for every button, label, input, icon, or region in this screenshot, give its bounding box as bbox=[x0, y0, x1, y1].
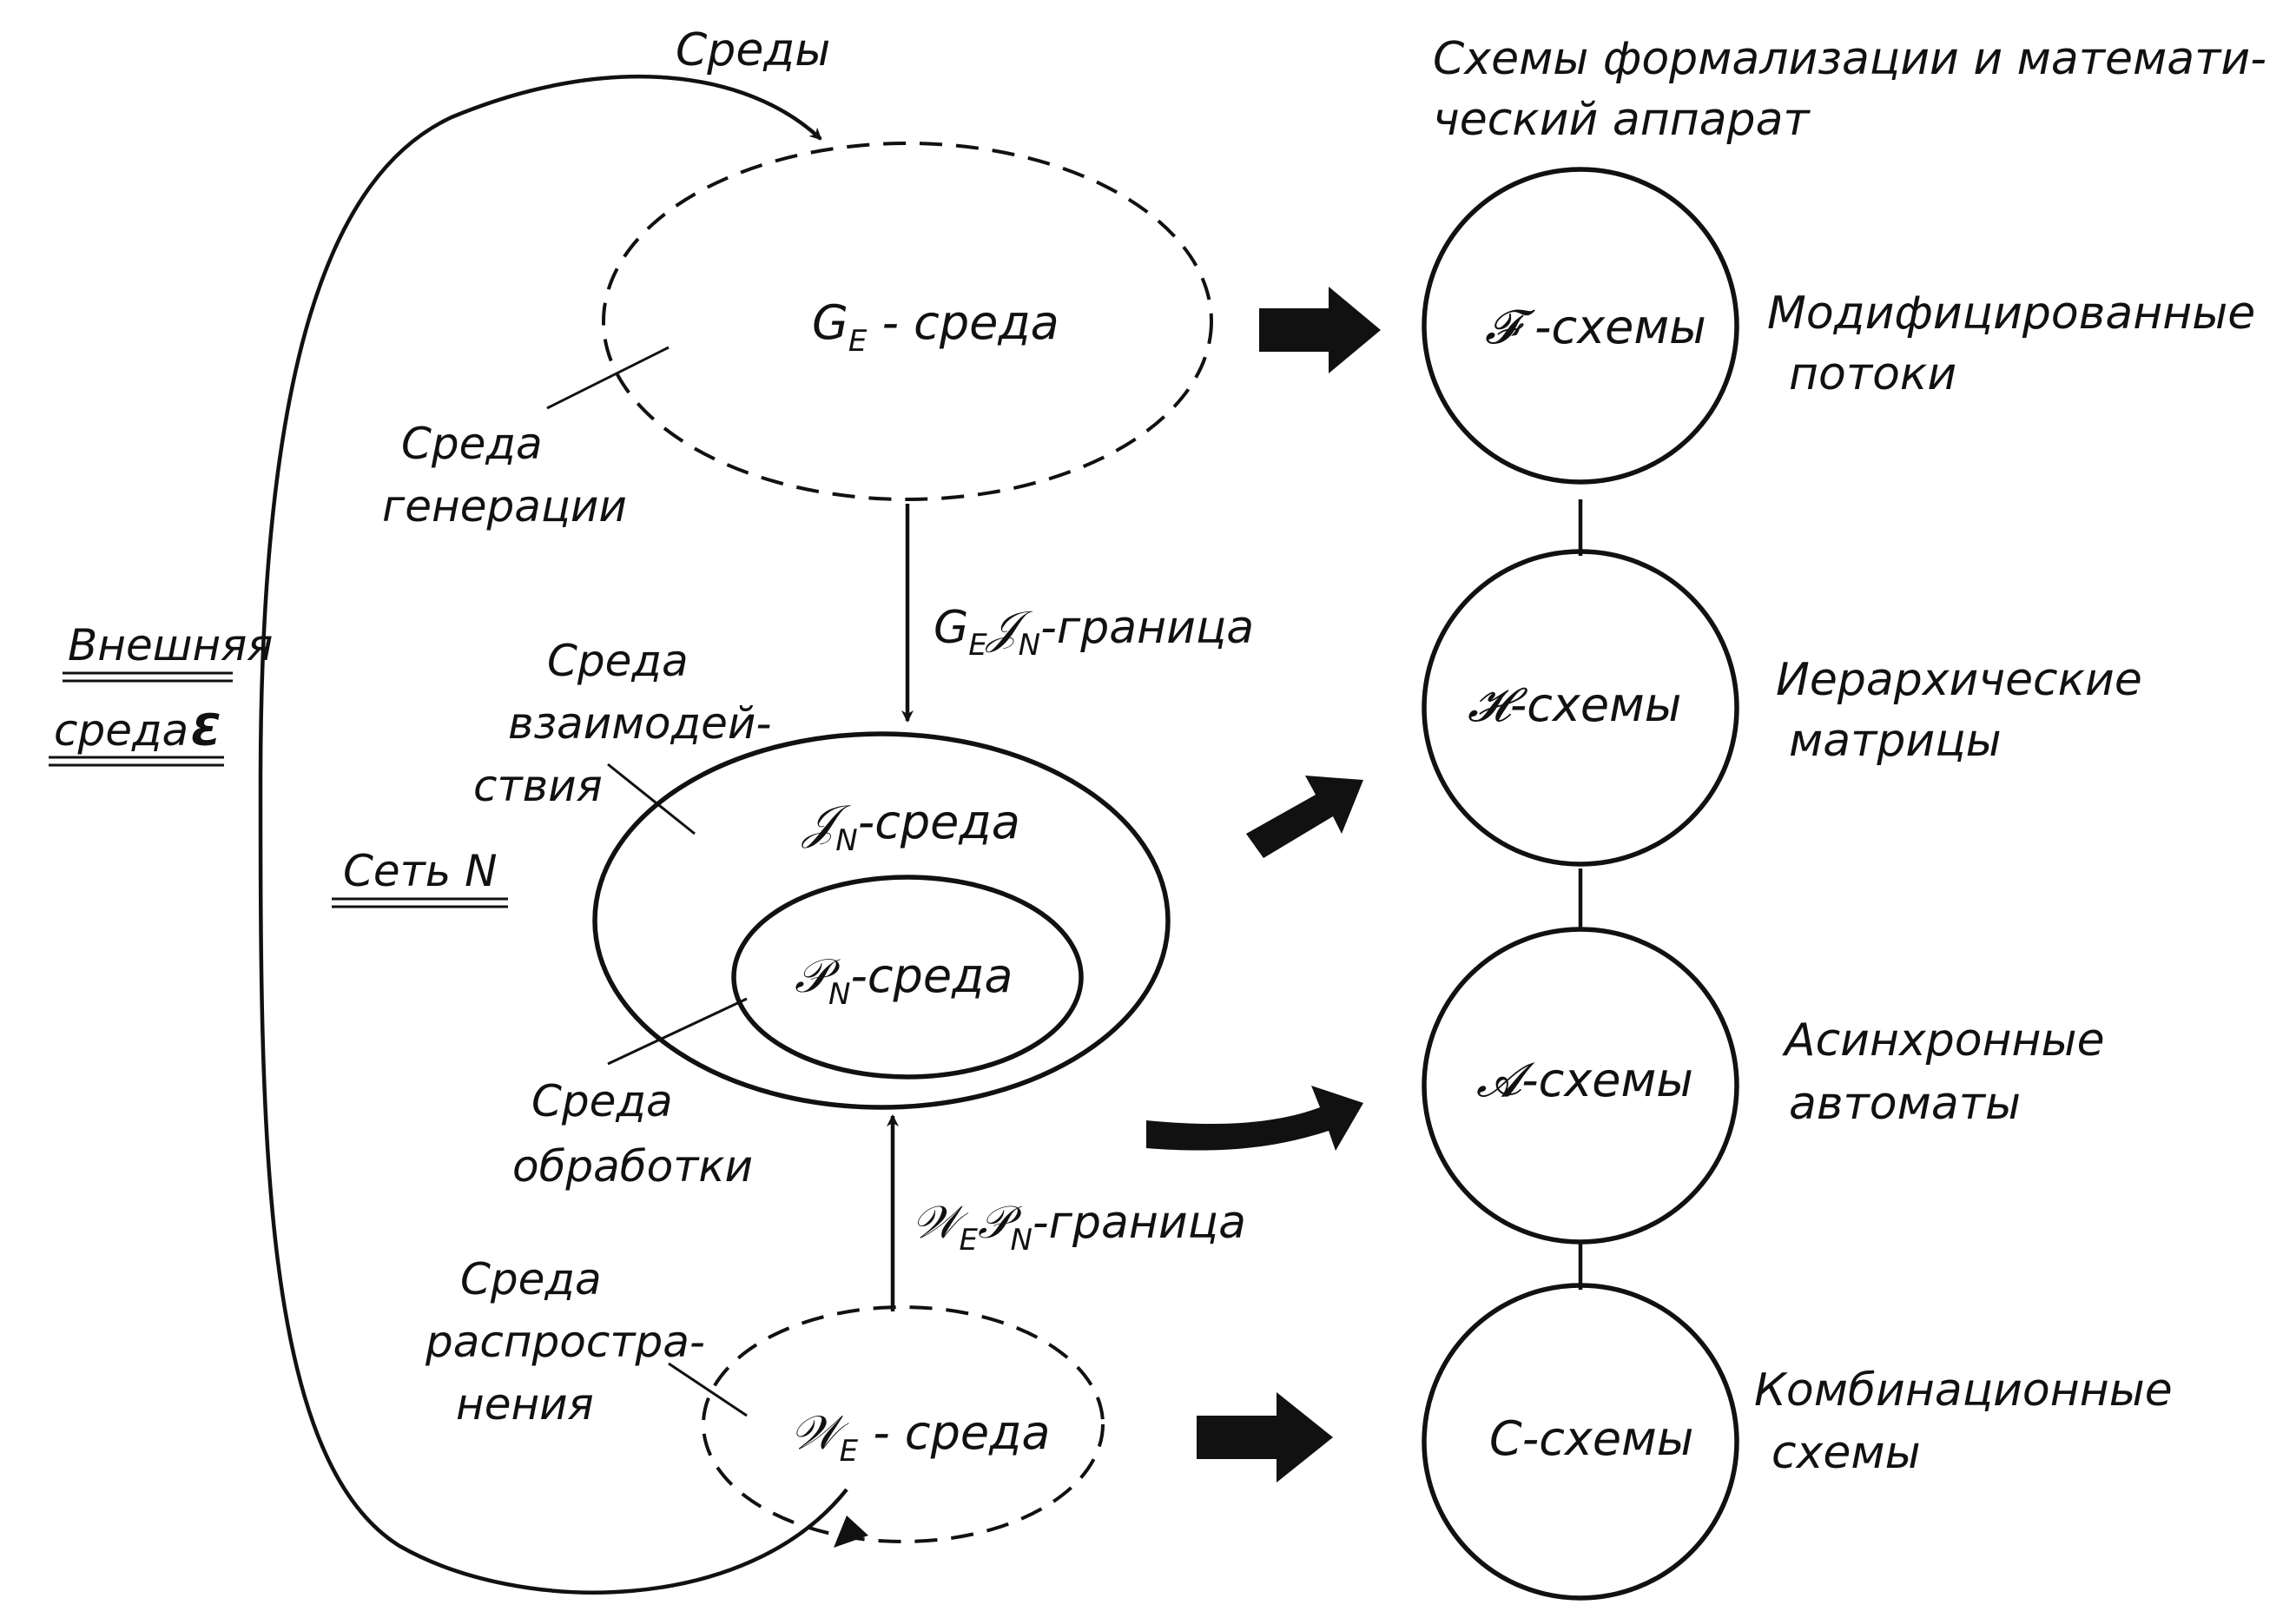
scheme-desc-line2: матрицы bbox=[1789, 715, 2002, 767]
scheme-f: 𝓕 -схемы Модифицированные потоки bbox=[1422, 167, 2255, 485]
interaction-caption-line3: ствия bbox=[473, 761, 603, 811]
scheme-desc-line1: Модифицированные bbox=[1767, 287, 2255, 340]
generation-caption-leader bbox=[546, 346, 670, 410]
external-environment-label: Внешняя среда Ɛ bbox=[49, 620, 273, 767]
interaction-caption-leader bbox=[607, 763, 696, 835]
generation-environment-ellipse bbox=[602, 142, 1213, 501]
network-label: Сеть N bbox=[332, 846, 508, 908]
scheme-desc-line2: автоматы bbox=[1789, 1078, 2021, 1130]
cycle-label: Среды bbox=[676, 24, 830, 76]
propagation-caption-leader bbox=[668, 1362, 748, 1417]
processing-caption-leader bbox=[607, 997, 748, 1066]
scheme-desc-line2: потоки bbox=[1789, 348, 1956, 400]
generation-environment-label: GE - среда bbox=[812, 295, 1059, 359]
thick-arrow-to-c-scheme bbox=[1197, 1392, 1333, 1483]
scheme-desc-line1: Асинхронные bbox=[1782, 1014, 2105, 1067]
scheme-label: 𝓗-схемы bbox=[1468, 677, 1681, 732]
scheme-label: 𝓕 -схемы bbox=[1485, 300, 1706, 354]
processing-caption-line2: обработки bbox=[512, 1141, 753, 1192]
generation-caption-line2: генерации bbox=[382, 481, 627, 532]
scheme-circle bbox=[1422, 167, 1739, 485]
interaction-caption-line2: взаимодей- bbox=[508, 698, 771, 749]
processing-caption-line1: Среда bbox=[531, 1076, 673, 1126]
svg-text:Ɛ: Ɛ bbox=[191, 705, 221, 756]
scheme-h: 𝓗-схемы Иерархические матрицы bbox=[1422, 549, 2142, 867]
scheme-label: С-схемы bbox=[1489, 1411, 1693, 1466]
boundary-top-label: GE𝒥N-граница bbox=[934, 602, 1254, 663]
thick-arrow-to-h-scheme bbox=[1246, 776, 1363, 858]
propagation-environment-label: 𝒲E - среда bbox=[790, 1405, 1051, 1469]
thick-arrow-to-f-scheme bbox=[1259, 287, 1381, 373]
scheme-c: С-схемы Комбинационные схемы bbox=[1422, 1283, 2173, 1601]
interaction-environment-label: 𝒥N-среда bbox=[801, 795, 1020, 858]
propagation-caption-line1: Среда bbox=[460, 1254, 602, 1304]
propagation-caption-line2: распростра- bbox=[425, 1317, 705, 1367]
scheme-desc-line1: Иерархические bbox=[1776, 654, 2142, 706]
interaction-caption-line1: Среда bbox=[547, 636, 689, 686]
schemes-heading-line1: Схемы формализации и математи- bbox=[1433, 33, 2266, 85]
boundary-bottom-label: 𝒲E𝒫N-граница bbox=[912, 1197, 1246, 1258]
propagation-environment-ellipse bbox=[702, 1305, 1105, 1543]
scheme-a: 𝓐-схемы Асинхронные автоматы bbox=[1422, 927, 2105, 1245]
propagation-caption-line3: нения bbox=[456, 1379, 594, 1430]
svg-text:Внешняя: Внешняя bbox=[68, 620, 273, 670]
svg-text:Сеть N: Сеть N bbox=[343, 846, 498, 896]
scheme-circle bbox=[1422, 927, 1739, 1245]
svg-text:среда: среда bbox=[54, 705, 188, 756]
scheme-desc-line1: Комбинационные bbox=[1754, 1364, 2173, 1417]
outer-cycle-bottom-arrowhead bbox=[834, 1516, 868, 1548]
scheme-circle bbox=[1422, 1283, 1739, 1601]
scheme-desc-line2: схемы bbox=[1771, 1427, 1921, 1479]
processing-environment-ellipse bbox=[731, 875, 1084, 1080]
generation-caption-line1: Среда bbox=[401, 419, 543, 469]
schemes-heading-line2: ческий аппарат bbox=[1433, 94, 1811, 146]
scheme-circle bbox=[1422, 549, 1739, 867]
processing-environment-label: 𝒫N-среда bbox=[795, 948, 1013, 1012]
interaction-environment-ellipse bbox=[592, 731, 1171, 1110]
thick-arrow-to-a-scheme bbox=[1146, 1086, 1363, 1151]
scheme-label: 𝓐-схемы bbox=[1476, 1053, 1693, 1107]
outer-cycle-arc bbox=[258, 75, 848, 1595]
